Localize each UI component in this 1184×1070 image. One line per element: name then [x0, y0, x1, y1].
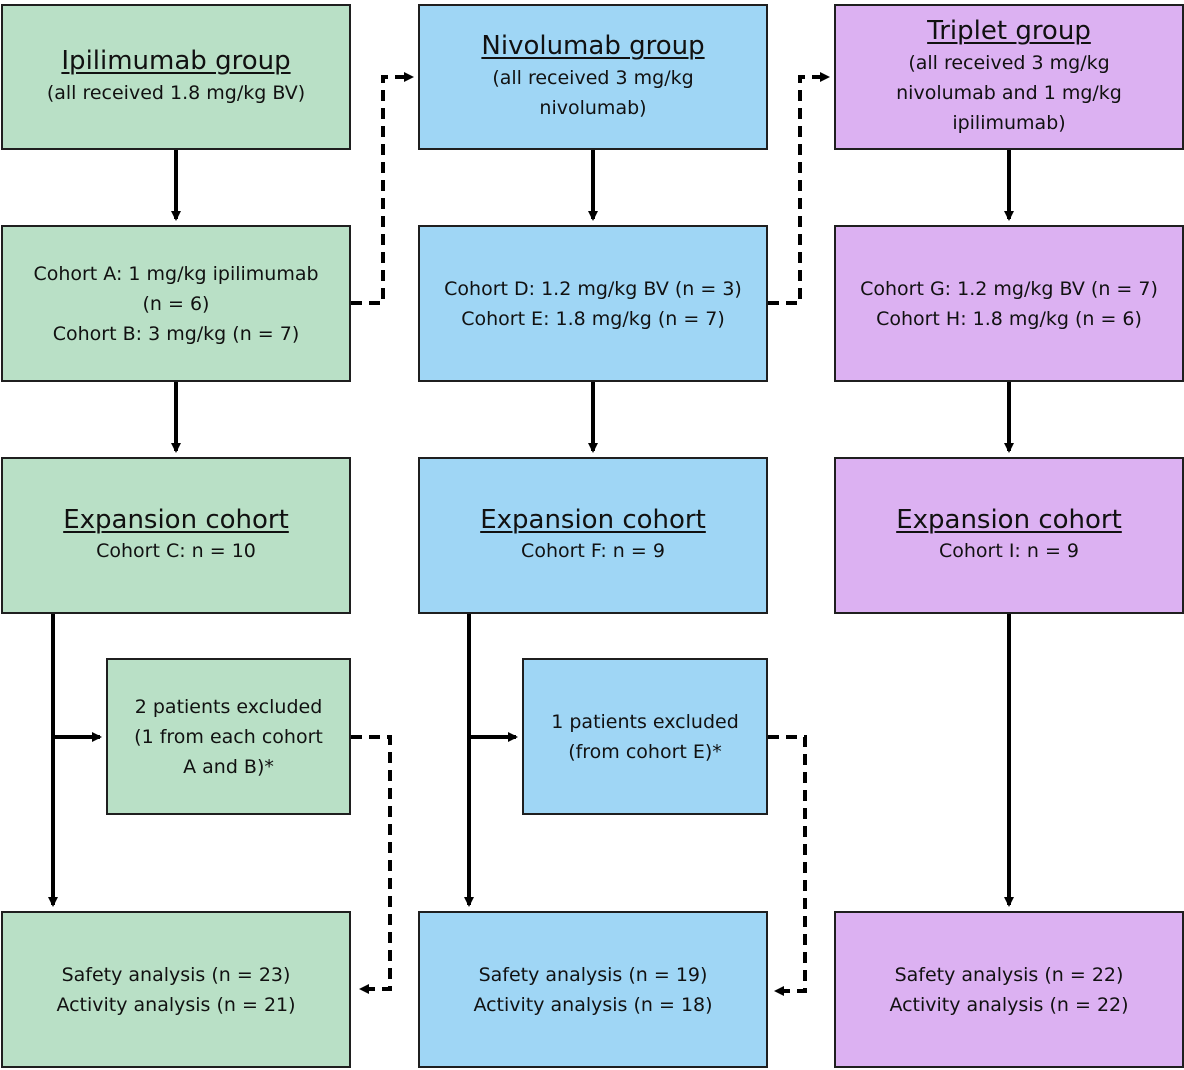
- excluded-e-line-1: 1 patients excluded: [551, 710, 739, 733]
- cohort-d-line: Cohort D: 1.2 mg/kg BV (n = 3): [444, 277, 742, 300]
- expansion-cohort-f-title: Expansion cohort: [480, 504, 706, 535]
- dashed-arrow-excluded-ab-to-analysis: [351, 735, 392, 994]
- nivolumab-safety-analysis: Safety analysis (n = 19): [478, 963, 708, 986]
- ipilimumab-activity-analysis: Activity analysis (n = 21): [56, 993, 296, 1016]
- ipilimumab-group-box: Ipilimumab group (all received 1.8 mg/kg…: [1, 4, 351, 150]
- triplet-group-subtitle-line-2: nivolumab and 1 mg/kg: [896, 81, 1122, 104]
- ipilimumab-group-subtitle: (all received 1.8 mg/kg BV): [46, 81, 306, 104]
- cohort-g-line: Cohort G: 1.2 mg/kg BV (n = 7): [860, 277, 1158, 300]
- cohort-a-count-line: (n = 6): [142, 292, 210, 315]
- excluded-ab-line-3: A and B)*: [183, 755, 274, 778]
- expansion-cohort-i-subtitle: Cohort I: n = 9: [938, 540, 1080, 563]
- expansion-cohort-c-title: Expansion cohort: [63, 504, 289, 535]
- nivolumab-group-subtitle-line-1: (all received 3 mg/kg: [492, 66, 694, 89]
- expansion-cohort-c-subtitle: Cohort C: n = 10: [96, 540, 256, 563]
- excluded-ab-line-1: 2 patients excluded: [134, 695, 323, 718]
- expansion-cohort-f-subtitle: Cohort F: n = 9: [521, 540, 665, 563]
- triplet-analysis-box: Safety analysis (n = 22) Activity analys…: [834, 911, 1184, 1068]
- cohort-a-line: Cohort A: 1 mg/kg ipilimumab: [33, 262, 319, 285]
- nivolumab-group-title: Nivolumab group: [481, 31, 705, 62]
- cohorts-g-h-box: Cohort G: 1.2 mg/kg BV (n = 7) Cohort H:…: [834, 225, 1184, 382]
- nivolumab-activity-analysis: Activity analysis (n = 18): [473, 993, 713, 1016]
- nivolumab-group-subtitle-line-2: nivolumab): [539, 96, 647, 119]
- triplet-group-subtitle-line-3: ipilimumab): [952, 111, 1066, 134]
- triplet-activity-analysis: Activity analysis (n = 22): [889, 993, 1129, 1016]
- nivolumab-analysis-box: Safety analysis (n = 19) Activity analys…: [418, 911, 768, 1068]
- dashed-arrow-ipilimumab-to-nivolumab: [351, 72, 414, 305]
- ipilimumab-group-title: Ipilimumab group: [61, 46, 291, 77]
- expansion-cohort-i-title: Expansion cohort: [896, 504, 1122, 535]
- dashed-arrow-excluded-e-to-analysis: [768, 735, 807, 996]
- excluded-e-box: 1 patients excluded (from cohort E)*: [522, 658, 768, 815]
- dashed-arrow-nivolumab-to-triplet: [768, 72, 830, 305]
- triplet-group-title: Triplet group: [927, 16, 1091, 47]
- triplet-safety-analysis: Safety analysis (n = 22): [894, 963, 1124, 986]
- cohorts-d-e-box: Cohort D: 1.2 mg/kg BV (n = 3) Cohort E:…: [418, 225, 768, 382]
- excluded-ab-box: 2 patients excluded (1 from each cohort …: [106, 658, 351, 815]
- expansion-cohort-i-box: Expansion cohort Cohort I: n = 9: [834, 457, 1184, 614]
- excluded-ab-line-2: (1 from each cohort: [134, 725, 323, 748]
- triplet-group-subtitle-line-1: (all received 3 mg/kg: [908, 51, 1110, 74]
- cohort-h-line: Cohort H: 1.8 mg/kg (n = 6): [876, 307, 1142, 330]
- nivolumab-group-box: Nivolumab group (all received 3 mg/kg ni…: [418, 4, 768, 150]
- ipilimumab-analysis-box: Safety analysis (n = 23) Activity analys…: [1, 911, 351, 1068]
- expansion-cohort-f-box: Expansion cohort Cohort F: n = 9: [418, 457, 768, 614]
- cohort-e-line: Cohort E: 1.8 mg/kg (n = 7): [461, 307, 725, 330]
- cohorts-a-b-box: Cohort A: 1 mg/kg ipilimumab (n = 6) Coh…: [1, 225, 351, 382]
- triplet-group-box: Triplet group (all received 3 mg/kg nivo…: [834, 4, 1184, 150]
- expansion-cohort-c-box: Expansion cohort Cohort C: n = 10: [1, 457, 351, 614]
- excluded-e-line-2: (from cohort E)*: [568, 740, 722, 763]
- cohort-b-line: Cohort B: 3 mg/kg (n = 7): [52, 322, 300, 345]
- ipilimumab-safety-analysis: Safety analysis (n = 23): [61, 963, 291, 986]
